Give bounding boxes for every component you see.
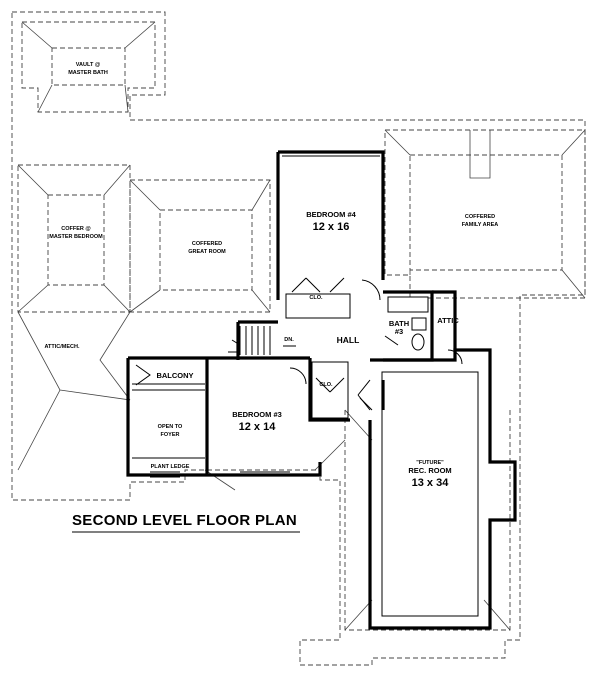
open-to-foyer-label-1: OPEN TO bbox=[158, 424, 183, 430]
bedroom-3-label: BEDROOM #3 bbox=[232, 410, 282, 419]
balcony-label: BALCONY bbox=[156, 371, 193, 380]
coffer-master-bedroom-label-1: COFFER @ bbox=[61, 226, 91, 232]
coffered-family-area-label-2: FAMILY AREA bbox=[462, 222, 498, 228]
closet-1-label: CLO. bbox=[309, 295, 323, 301]
attic-mech-label: ATTIC/MECH. bbox=[44, 344, 80, 350]
open-to-foyer-label-2: FOYER bbox=[161, 432, 180, 438]
coffered-family-area-label-1: COFFERED bbox=[465, 214, 495, 220]
bath-3-label-1: BATH bbox=[389, 319, 409, 328]
coffer-master-bedroom-label-2: MASTER BEDROOM bbox=[49, 234, 103, 240]
rec-room-label-1: "FUTURE" bbox=[416, 460, 444, 466]
coffered-great-room-label-1: COFFERED bbox=[192, 241, 222, 247]
bedroom-4-label: BEDROOM #4 bbox=[306, 210, 356, 219]
plan-title: SECOND LEVEL FLOOR PLAN bbox=[72, 512, 297, 529]
hall-label: HALL bbox=[337, 335, 360, 345]
roof-outline bbox=[11, 11, 586, 666]
attic-walls bbox=[359, 290, 457, 411]
balcony-area bbox=[126, 358, 207, 478]
bedroom-3 bbox=[128, 356, 350, 477]
closet-2-label: CLO. bbox=[319, 382, 333, 388]
attic-label: ATTIC bbox=[437, 316, 459, 325]
bath-3-label-2: #3 bbox=[395, 327, 403, 336]
rec-room-label-2: REC. ROOM bbox=[408, 466, 451, 475]
plant-ledge-label: PLANT LEDGE bbox=[151, 464, 190, 470]
vault-master-bath-label-1: VAULT @ bbox=[76, 62, 101, 68]
vault-master-bath-label-2: MASTER BATH bbox=[68, 70, 108, 76]
bedroom-4 bbox=[276, 150, 385, 319]
bedroom-3-size: 12 x 14 bbox=[239, 421, 277, 433]
stair-hall bbox=[228, 320, 296, 360]
room-labels: VAULT @ MASTER BATH COFFER @ MASTER BEDR… bbox=[44, 62, 498, 489]
stair-down-label: DN. bbox=[284, 337, 294, 343]
rec-room bbox=[357, 348, 517, 630]
coffered-great-room-label-2: GREAT ROOM bbox=[188, 249, 226, 255]
bedroom-4-size: 12 x 16 bbox=[313, 221, 350, 233]
rec-room-size: 13 x 34 bbox=[412, 477, 450, 489]
